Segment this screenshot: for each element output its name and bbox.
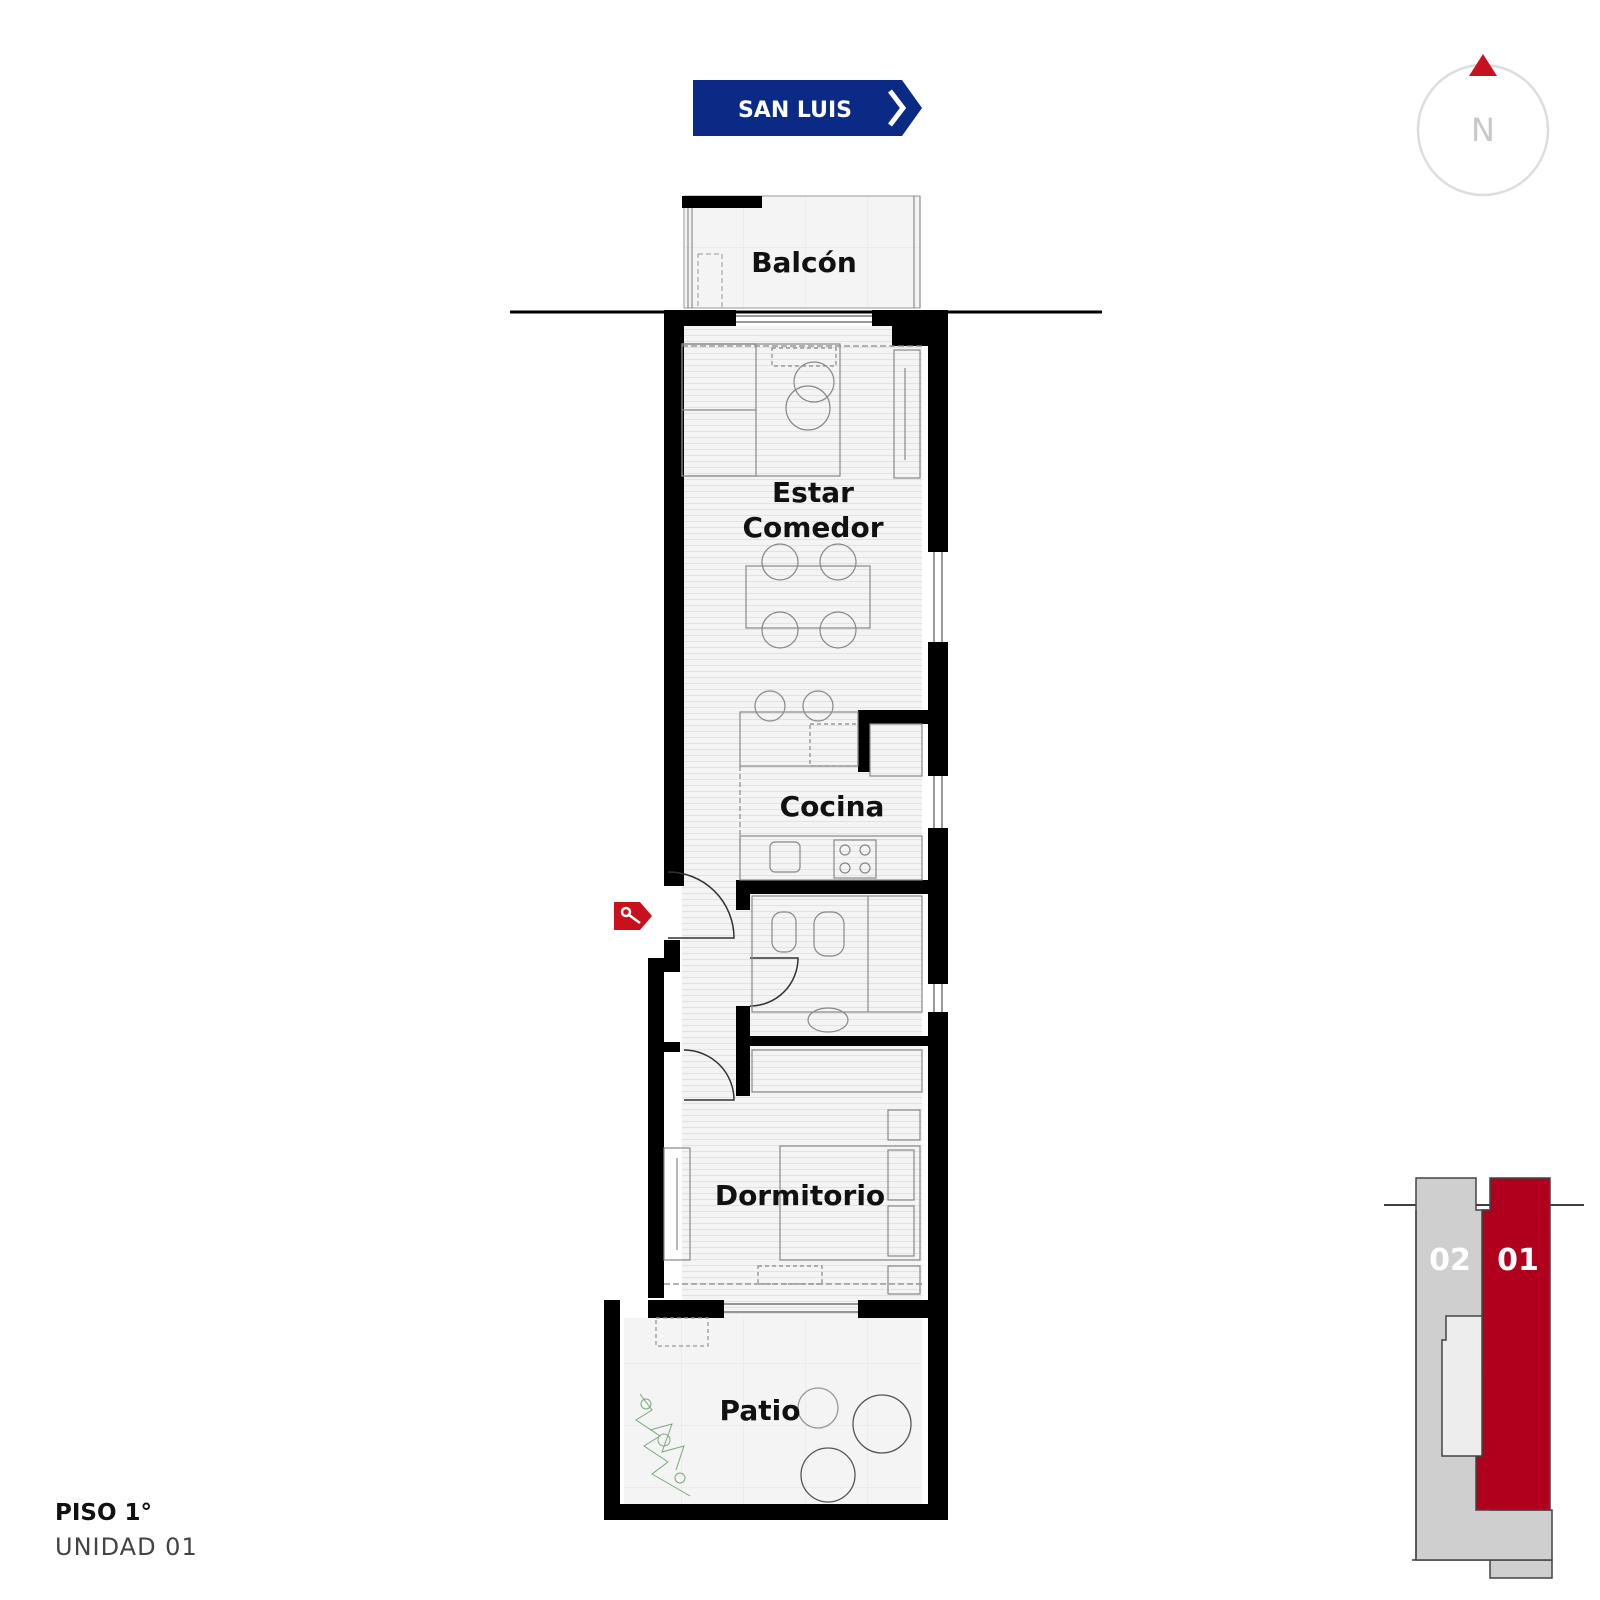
- street-sign-label: SAN LUIS: [738, 98, 852, 123]
- room-label-bedroom: Dormitorio: [715, 1179, 885, 1212]
- living-furniture: [681, 343, 922, 722]
- key-plan-label-02: 02: [1429, 1243, 1471, 1278]
- compass-label: N: [1471, 111, 1495, 149]
- north-arrow-icon: [1469, 54, 1497, 76]
- room-label-living-line1: Estar: [772, 476, 854, 509]
- compass: N: [1416, 54, 1550, 197]
- street-sign: SAN LUIS: [693, 80, 922, 136]
- doors: [667, 871, 799, 1101]
- patio-furniture: [635, 1317, 912, 1503]
- plant-icon: [635, 1393, 691, 1497]
- arrow-right-icon: [888, 89, 907, 127]
- kitchen-furniture: [739, 711, 923, 881]
- balcony-railing: [682, 196, 921, 309]
- street-sign-arrow-shape: [693, 80, 922, 136]
- room-label-balcony: Balcón: [751, 246, 857, 279]
- bedroom-furniture: [663, 1049, 923, 1295]
- windows: [724, 315, 943, 1313]
- room-label-living-line2: Comedor: [742, 511, 883, 544]
- key-plan: 02 01: [1384, 1177, 1584, 1579]
- key-plan-label-01: 01: [1497, 1243, 1539, 1278]
- room-label-patio: Patio: [720, 1394, 801, 1427]
- key-plan-unit-01: [1475, 1177, 1551, 1511]
- key-icon: [620, 906, 641, 925]
- floor-title: PISO 1°: [55, 1500, 153, 1526]
- walls: [604, 310, 948, 1520]
- entry-key-badge: [614, 902, 652, 930]
- room-labels: Balcón Estar Comedor Cocina Dormitorio P…: [715, 246, 885, 1427]
- room-label-kitchen: Cocina: [780, 790, 885, 823]
- unit-subtitle: UNIDAD 01: [55, 1533, 198, 1561]
- bathroom-fixtures: [751, 895, 923, 1033]
- floor-fills: [624, 195, 922, 1510]
